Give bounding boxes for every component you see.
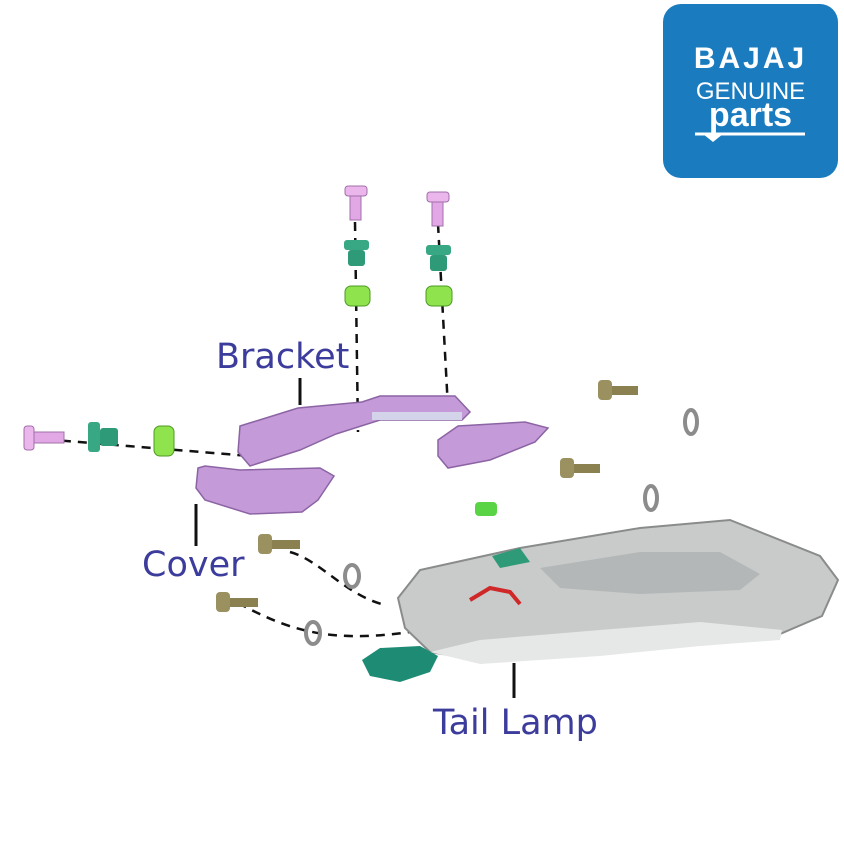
- logo-underline: [695, 132, 805, 142]
- bracket-part: [237, 395, 550, 469]
- label-leader-lines: [194, 378, 516, 698]
- logo-parts: parts: [708, 96, 793, 134]
- bush-icon: [344, 285, 371, 307]
- bajaj-genuine-parts-logo: BAJAJ GENUINE parts: [663, 4, 838, 178]
- bolt-icon: [258, 534, 300, 554]
- bush-icon: [425, 285, 453, 307]
- cover-part: [195, 465, 336, 515]
- logo-brand: BAJAJ: [693, 42, 808, 75]
- grommet-icon: [88, 422, 118, 452]
- screw-icon: [23, 425, 65, 451]
- label-cover: Cover: [142, 545, 245, 585]
- washer-icon: [304, 408, 699, 646]
- bush-icon: [153, 425, 175, 457]
- tail-lamp-part: [362, 518, 840, 682]
- label-bracket: Bracket: [216, 337, 350, 377]
- grommet-icon: [426, 245, 451, 271]
- clip-part: [475, 502, 497, 516]
- label-tail-lamp: Tail Lamp: [433, 703, 598, 743]
- logo-genuine: GENUINE: [695, 78, 806, 105]
- grommet-icon: [344, 240, 369, 266]
- bolt-icon: [598, 380, 638, 400]
- bolt-icon: [560, 458, 600, 478]
- screw-icon: [426, 191, 450, 227]
- screw-icon: [344, 185, 368, 221]
- bolt-icon: [216, 592, 258, 612]
